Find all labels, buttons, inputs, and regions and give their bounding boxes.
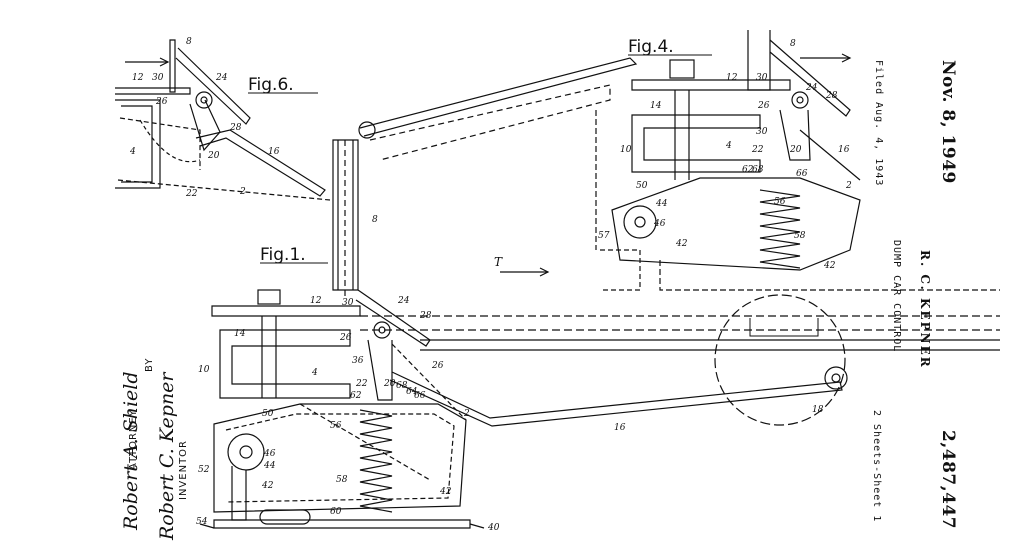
ref-label-fig6-8: 16 bbox=[268, 147, 280, 157]
ref-label-fig4-4: 28 bbox=[825, 91, 838, 101]
by-caption: BY bbox=[144, 358, 155, 372]
ref-label-fig6-5: 28 bbox=[229, 123, 242, 133]
ref-label-fig6-1: 12 bbox=[132, 73, 144, 83]
ref-label-fig4-9: 20 bbox=[789, 145, 802, 155]
ref-label-fig4-23: 57 bbox=[598, 231, 610, 241]
ref-label-fig1-5: 26 bbox=[339, 333, 352, 343]
ref-label-fig1-2: 14 bbox=[234, 329, 246, 339]
ref-label-fig1-30: 40 bbox=[487, 523, 500, 533]
ref-label-fig4-17: 50 bbox=[636, 181, 648, 191]
ref-label-fig1-7: 28 bbox=[419, 311, 432, 321]
ref-label-fig1-26: 58 bbox=[336, 475, 348, 485]
figure-6-drawing bbox=[115, 40, 330, 200]
ref-label-fig4-7: 30 bbox=[756, 127, 768, 137]
figure-6-title: Fig.6. bbox=[248, 75, 294, 95]
ref-label-fig1-28: 60 bbox=[330, 507, 342, 517]
ref-label-fig6-2: 30 bbox=[152, 73, 164, 83]
ref-label-fig1-10: 22 bbox=[355, 379, 368, 389]
ref-label-fig4-2: 30 bbox=[756, 73, 768, 83]
ref-label-fig6-9: 22 bbox=[185, 189, 198, 199]
ref-label-fig6-10: 2 bbox=[239, 187, 246, 197]
ref-label-fig4-0: 8 bbox=[790, 39, 796, 49]
ref-label-fig1-17: 16 bbox=[614, 423, 626, 433]
ref-label-fig1-3: 10 bbox=[198, 365, 210, 375]
sheet-count: 2 Sheets-Sheet 1 bbox=[871, 410, 882, 522]
ref-label-fig6-6: 4 bbox=[129, 147, 136, 157]
ref-label-fig4-10: 4 bbox=[725, 141, 732, 151]
ref-label-fig4-21: 42 bbox=[675, 239, 688, 249]
figure-4-title: Fig.4. bbox=[628, 37, 674, 57]
patent-number: 2,487,447 bbox=[938, 430, 958, 529]
ref-label-fig1-0: 8 bbox=[372, 215, 378, 225]
ref-label-fig1-14: 66 bbox=[414, 391, 426, 401]
ref-label-fig4-18: 56 bbox=[774, 197, 786, 207]
ref-label-fig1-22: 46 bbox=[263, 449, 276, 459]
ref-label-fig4-6: 26 bbox=[757, 101, 770, 111]
patent-title: DUMP CAR CONTROL bbox=[891, 240, 902, 352]
figure-1-title: Fig.1. bbox=[260, 245, 306, 265]
ref-label-fig4-15: 66 bbox=[796, 169, 808, 179]
ref-label-fig1-25: 42 bbox=[261, 481, 274, 491]
ref-label-fig1-27: 42 bbox=[439, 487, 452, 497]
ref-label-fig1-20: 62 bbox=[350, 391, 362, 401]
ref-label-fig4-16: 2 bbox=[845, 181, 852, 191]
attorney-caption: ATTORNEY bbox=[128, 409, 139, 470]
ref-label-fig1-15: 26 bbox=[431, 361, 444, 371]
patent-date: Nov. 8, 1949 bbox=[938, 60, 958, 184]
ref-label-fig4-11: 16 bbox=[838, 145, 850, 155]
ref-label-fig1-1: 12 bbox=[310, 296, 322, 306]
ref-label-fig1-29: 54 bbox=[196, 517, 208, 527]
ref-label-fig4-24: 42 bbox=[823, 261, 836, 271]
ref-label-fig1-9: 4 bbox=[311, 368, 318, 378]
direction-label: T bbox=[494, 255, 503, 269]
inventor-signature: Robert C. Kepner bbox=[156, 372, 178, 540]
inventor-surname-header: R. C. KEPNER bbox=[918, 250, 932, 369]
ref-label-fig1-4: 30 bbox=[342, 298, 354, 308]
ref-label-fig1-21: 56 bbox=[330, 421, 342, 431]
ref-label-fig6-0: 8 bbox=[186, 37, 192, 47]
filed-date: Filed Aug. 4, 1943 bbox=[873, 60, 884, 186]
inventor-caption: INVENTOR bbox=[178, 440, 189, 500]
ref-label-fig1-11: 20 bbox=[383, 379, 396, 389]
ref-label-fig6-3: 24 bbox=[215, 73, 228, 83]
ref-label-fig4-22: 58 bbox=[794, 231, 806, 241]
ref-label-fig6-4: 26 bbox=[155, 97, 168, 107]
ref-label-fig4-19: 44 bbox=[655, 199, 668, 209]
ref-label-fig1-19: 50 bbox=[262, 409, 274, 419]
ref-label-fig1-18: 18 bbox=[812, 405, 824, 415]
ref-label-fig4-3: 24 bbox=[805, 83, 818, 93]
ref-label-fig4-14: 68 bbox=[752, 165, 764, 175]
ref-label-fig1-23: 44 bbox=[263, 461, 276, 471]
ref-label-fig4-5: 14 bbox=[650, 101, 662, 111]
ref-label-fig1-8: 36 bbox=[352, 356, 364, 366]
ref-label-fig4-20: 46 bbox=[653, 219, 666, 229]
ref-label-fig1-16: 2 bbox=[463, 409, 470, 419]
ref-label-fig6-7: 20 bbox=[207, 151, 220, 161]
ref-label-fig1-24: 52 bbox=[198, 465, 210, 475]
ref-label-fig1-6: 24 bbox=[397, 296, 410, 306]
ref-label-fig4-1: 12 bbox=[726, 73, 738, 83]
reference-labels: 8121410302624283642220686466262161850625… bbox=[129, 37, 852, 533]
ref-label-fig4-8: 22 bbox=[751, 145, 764, 155]
ref-label-fig4-12: 10 bbox=[620, 145, 632, 155]
